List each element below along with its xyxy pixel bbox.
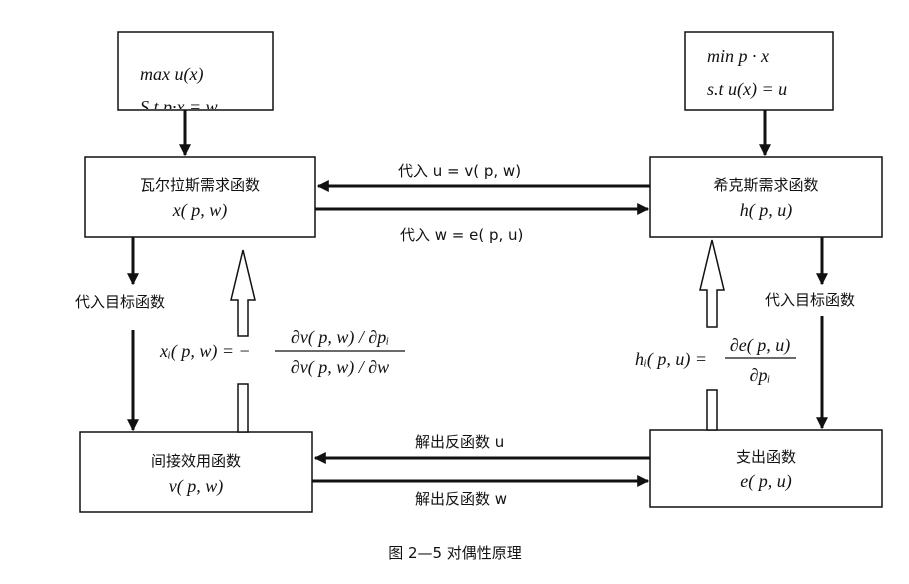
expenditure-minimization-box: min p · x s.t u(x) = u xyxy=(684,31,834,111)
min-expenditure-objective: min p · x xyxy=(707,46,769,66)
shephard-denominator: ∂pᵢ xyxy=(750,365,771,385)
roy-denominator: ∂v( p, w) / ∂w xyxy=(291,357,389,378)
hicksian-demand-title: 希克斯需求函数 xyxy=(713,176,818,194)
inverse-u-label: 解出反函数 u xyxy=(415,433,504,451)
figure-caption: 图 2—5 对偶性原理 xyxy=(388,544,522,562)
hollow-arrow-up-icon xyxy=(699,239,725,431)
hicksian-demand-box: 希克斯需求函数 h( p, u) xyxy=(649,156,883,238)
roy-numerator: ∂v( p, w) / ∂pᵢ xyxy=(291,327,389,348)
utility-maximization-box: max u(x) S.t p·x = w xyxy=(117,31,274,117)
substitute-u-label: 代入 u = v( p, w) xyxy=(398,162,521,180)
expenditure-function-title: 支出函数 xyxy=(736,448,796,466)
indirect-utility-title: 间接效用函数 xyxy=(151,452,241,470)
hicksian-demand-formula: h( p, u) xyxy=(740,200,793,221)
roys-identity-formula: xᵢ( p, w) = − ∂v( p, w) / ∂pᵢ ∂v( p, w) … xyxy=(159,327,405,378)
indirect-utility-formula: v( p, w) xyxy=(169,476,223,497)
utility-constraint: s.t u(x) = u xyxy=(707,79,787,100)
shephard-lhs: hᵢ( p, u) = xyxy=(635,349,707,370)
substitute-w-label: 代入 w = e( p, u) xyxy=(400,226,523,244)
inverse-w-label: 解出反函数 w xyxy=(415,490,507,508)
indirect-utility-box: 间接效用函数 v( p, w) xyxy=(79,431,313,513)
left-substitute-objective-label: 代入目标函数 xyxy=(75,293,165,311)
shephard-numerator: ∂e( p, u) xyxy=(730,335,790,356)
max-utility-objective: max u(x) xyxy=(140,64,203,85)
right-substitute-objective-label: 代入目标函数 xyxy=(765,291,855,309)
walrasian-demand-box: 瓦尔拉斯需求函数 x( p, w) xyxy=(84,156,316,238)
expenditure-function-formula: e( p, u) xyxy=(740,471,791,492)
expenditure-function-box: 支出函数 e( p, u) xyxy=(649,429,883,508)
roy-lhs: xᵢ( p, w) = − xyxy=(159,341,251,362)
walrasian-demand-title: 瓦尔拉斯需求函数 xyxy=(140,176,260,194)
hollow-arrow-up-icon xyxy=(230,249,256,433)
shephards-lemma-formula: hᵢ( p, u) = ∂e( p, u) ∂pᵢ xyxy=(635,335,796,385)
budget-constraint: S.t p·x = w xyxy=(140,97,218,117)
walrasian-demand-formula: x( p, w) xyxy=(172,200,227,221)
